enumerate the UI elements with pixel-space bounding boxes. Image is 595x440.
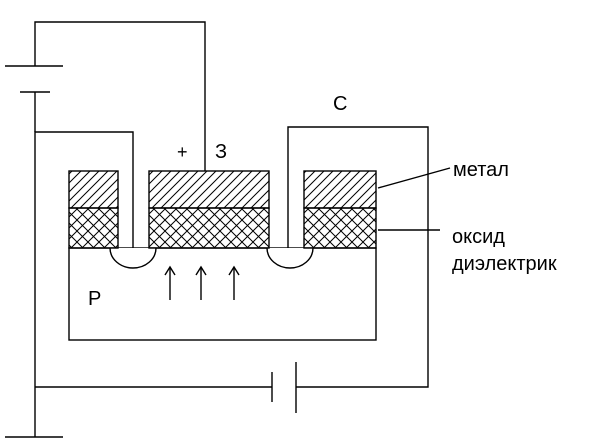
drain-wire [287, 126, 429, 388]
metal-gate [148, 170, 270, 209]
drain-label: С [333, 93, 347, 115]
channel-arrows [164, 265, 240, 300]
source-well [109, 247, 157, 269]
arrow-2-head [195, 265, 207, 276]
oxide-gate [148, 207, 270, 249]
metal-leader-line [377, 167, 451, 189]
arrow-3-head [228, 265, 240, 276]
plus-sign: + [177, 142, 188, 162]
metal-label: метал [453, 159, 509, 181]
gate-wire [34, 21, 206, 171]
substrate-label: P [88, 288, 101, 310]
metal-left [68, 170, 119, 209]
gate-label: З [215, 141, 227, 163]
oxide-left [68, 207, 119, 249]
drain-well [266, 247, 314, 269]
oxide-label: оксид [452, 226, 505, 248]
metal-right [303, 170, 377, 209]
oxide-right [303, 207, 377, 249]
dielectric-label: диэлектрик [452, 253, 557, 275]
p-substrate [68, 247, 377, 341]
source-wire [34, 131, 134, 437]
arrow-1-head [164, 265, 176, 276]
